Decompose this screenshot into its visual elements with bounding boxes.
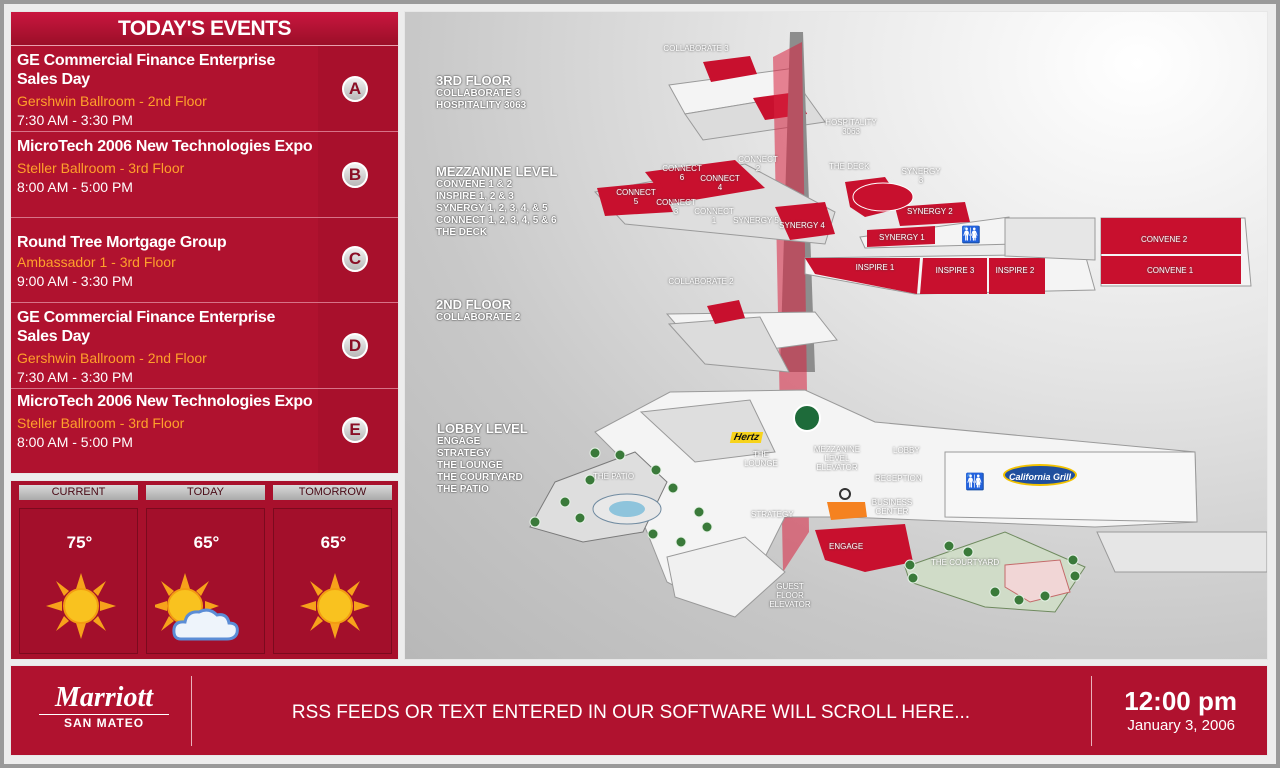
logo-name: Marriott (54, 682, 154, 713)
weather-label: TOMORROW (273, 485, 392, 500)
floor-label-lobby: LOBBY LEVEL ENGAGE STRATEGY THE LOUNGE T… (437, 421, 528, 495)
room-synergy-5: SYNERGY 5 (733, 216, 779, 225)
event-time: 8:00 AM - 5:00 PM (17, 434, 133, 450)
room-the-courtyard: THE COURTYARD (931, 558, 1000, 567)
california-grill-logo: California Grill (1003, 464, 1077, 486)
event-row[interactable]: MicroTech 2006 New Technologies Expo Ste… (11, 389, 398, 473)
room-connect-5: CONNECT 5 (616, 188, 656, 206)
clock-time: 12:00 pm (1124, 686, 1237, 716)
event-badge: E (342, 417, 368, 443)
weather-temp: 65° (320, 533, 347, 552)
room-lobby: LOBBY (893, 446, 920, 455)
rss-ticker: RSS FEEDS OR TEXT ENTERED IN OUR SOFTWAR… (291, 702, 971, 723)
sun-icon (300, 573, 370, 639)
room-reception: RECEPTION (875, 474, 922, 483)
room-business-center: BUSINESS CENTER (871, 498, 913, 516)
logo-subtitle: SAN MATEO (39, 714, 169, 730)
event-badge: A (342, 76, 368, 102)
weather-today: TODAY 65° (146, 485, 265, 655)
events-header: TODAY'S EVENTS (11, 12, 398, 46)
room-connect-6: CONNECT 6 (662, 164, 702, 182)
event-location: Steller Ballroom - 3rd Floor (17, 415, 185, 431)
mezzanine-elevator: MEZZANINE LEVEL ELEVATOR (813, 445, 861, 472)
event-title: MicroTech 2006 New Technologies Expo (17, 138, 313, 155)
room-inspire-3: INSPIRE 3 (935, 266, 975, 275)
room-engage: ENGAGE (829, 542, 864, 551)
room-connect-2: CONNECT 2 (738, 155, 778, 173)
event-time: 9:00 AM - 3:30 PM (17, 273, 133, 289)
weather-tomorrow: TOMORROW 65° (273, 485, 392, 655)
clock-date: January 3, 2006 (1127, 717, 1235, 734)
events-panel: TODAY'S EVENTS GE Commercial Finance Ent… (10, 11, 399, 474)
event-location: Gershwin Ballroom - 2nd Floor (17, 350, 207, 366)
room-synergy-2: SYNERGY 2 (907, 207, 953, 216)
mezzanine-plan (594, 160, 1252, 295)
weather-label: CURRENT (19, 485, 138, 500)
event-row[interactable]: GE Commercial Finance Enterprise Sales D… (11, 303, 398, 389)
floor-label-mezzanine: MEZZANINE LEVEL CONVENE 1 & 2 INSPIRE 1,… (436, 164, 558, 238)
room-the-deck: THE DECK (829, 162, 870, 171)
floor-label-2nd: 2ND FLOOR COLLABORATE 2 (436, 297, 521, 323)
event-badge: C (342, 246, 368, 272)
weather-temp: 75° (66, 533, 93, 552)
guest-elevator: GUEST FLOOR ELEVATOR (769, 582, 811, 609)
sun-icon (46, 573, 116, 639)
weather-panel: CURRENT 75° TODAY 65° (10, 480, 399, 660)
room-connect-4: CONNECT 4 (700, 174, 740, 192)
room-convene-2: CONVENE 2 (1141, 235, 1188, 244)
event-badge: D (342, 333, 368, 359)
room-hospitality: HOSPITALITY 3063 (825, 118, 877, 136)
divider (1091, 676, 1092, 746)
event-location: Gershwin Ballroom - 2nd Floor (17, 93, 207, 109)
room-inspire-2: INSPIRE 2 (995, 266, 1035, 275)
floor-map: 3RD FLOOR COLLABORATE 3 HOSPITALITY 3063… (404, 11, 1268, 660)
room-collaborate-2: COLLABORATE 2 (668, 277, 734, 286)
event-title: GE Commercial Finance Enterprise Sales D… (17, 309, 276, 345)
weather-temp: 65° (193, 533, 220, 552)
divider (191, 676, 192, 746)
room-connect-1: CONNECT 1 (694, 207, 734, 225)
room-convene-1: CONVENE 1 (1147, 266, 1194, 275)
floor-label-3rd: 3RD FLOOR COLLABORATE 3 HOSPITALITY 3063 (436, 73, 527, 111)
sun-cloud-icon (155, 573, 239, 641)
room-strategy: STRATEGY (751, 510, 794, 519)
room-synergy-3: SYNERGY 3 (901, 167, 941, 185)
second-floor-plan (665, 300, 838, 373)
floor-map-drawing (529, 32, 1267, 618)
weather-current: CURRENT 75° (19, 485, 138, 655)
room-synergy-4: SYNERGY 4 (779, 221, 825, 230)
event-title: MicroTech 2006 New Technologies Expo (17, 393, 313, 410)
weather-label: TODAY (146, 485, 265, 500)
room-the-lounge: THE LOUNGE (744, 450, 778, 468)
restroom-icon: 🚻 (961, 227, 981, 244)
event-location: Ambassador 1 - 3rd Floor (17, 254, 176, 270)
event-title: GE Commercial Finance Enterprise Sales D… (17, 52, 276, 88)
footer-bar: Marriott SAN MATEO RSS FEEDS OR TEXT ENT… (10, 665, 1268, 756)
event-row[interactable]: GE Commercial Finance Enterprise Sales D… (11, 46, 398, 132)
marriott-logo: Marriott SAN MATEO (39, 684, 169, 730)
restroom-icon: 🚻 (965, 474, 985, 491)
event-row[interactable]: Round Tree Mortgage Group Ambassador 1 -… (11, 218, 398, 303)
event-badge: B (342, 162, 368, 188)
room-connect-3: CONNECT 3 (656, 198, 696, 216)
event-time: 7:30 AM - 3:30 PM (17, 112, 133, 128)
hertz-logo: Hertz (729, 432, 764, 443)
room-inspire-1: INSPIRE 1 (855, 263, 895, 272)
room-the-patio: THE PATIO (593, 472, 635, 481)
lobby-plan (529, 389, 1267, 618)
event-time: 7:30 AM - 3:30 PM (17, 369, 133, 385)
event-location: Steller Ballroom - 3rd Floor (17, 160, 185, 176)
room-synergy-1: SYNERGY 1 (879, 233, 925, 242)
event-title: Round Tree Mortgage Group (17, 234, 227, 251)
room-collaborate-3: COLLABORATE 3 (663, 44, 729, 53)
event-time: 8:00 AM - 5:00 PM (17, 179, 133, 195)
event-row[interactable]: MicroTech 2006 New Technologies Expo Ste… (11, 132, 398, 218)
